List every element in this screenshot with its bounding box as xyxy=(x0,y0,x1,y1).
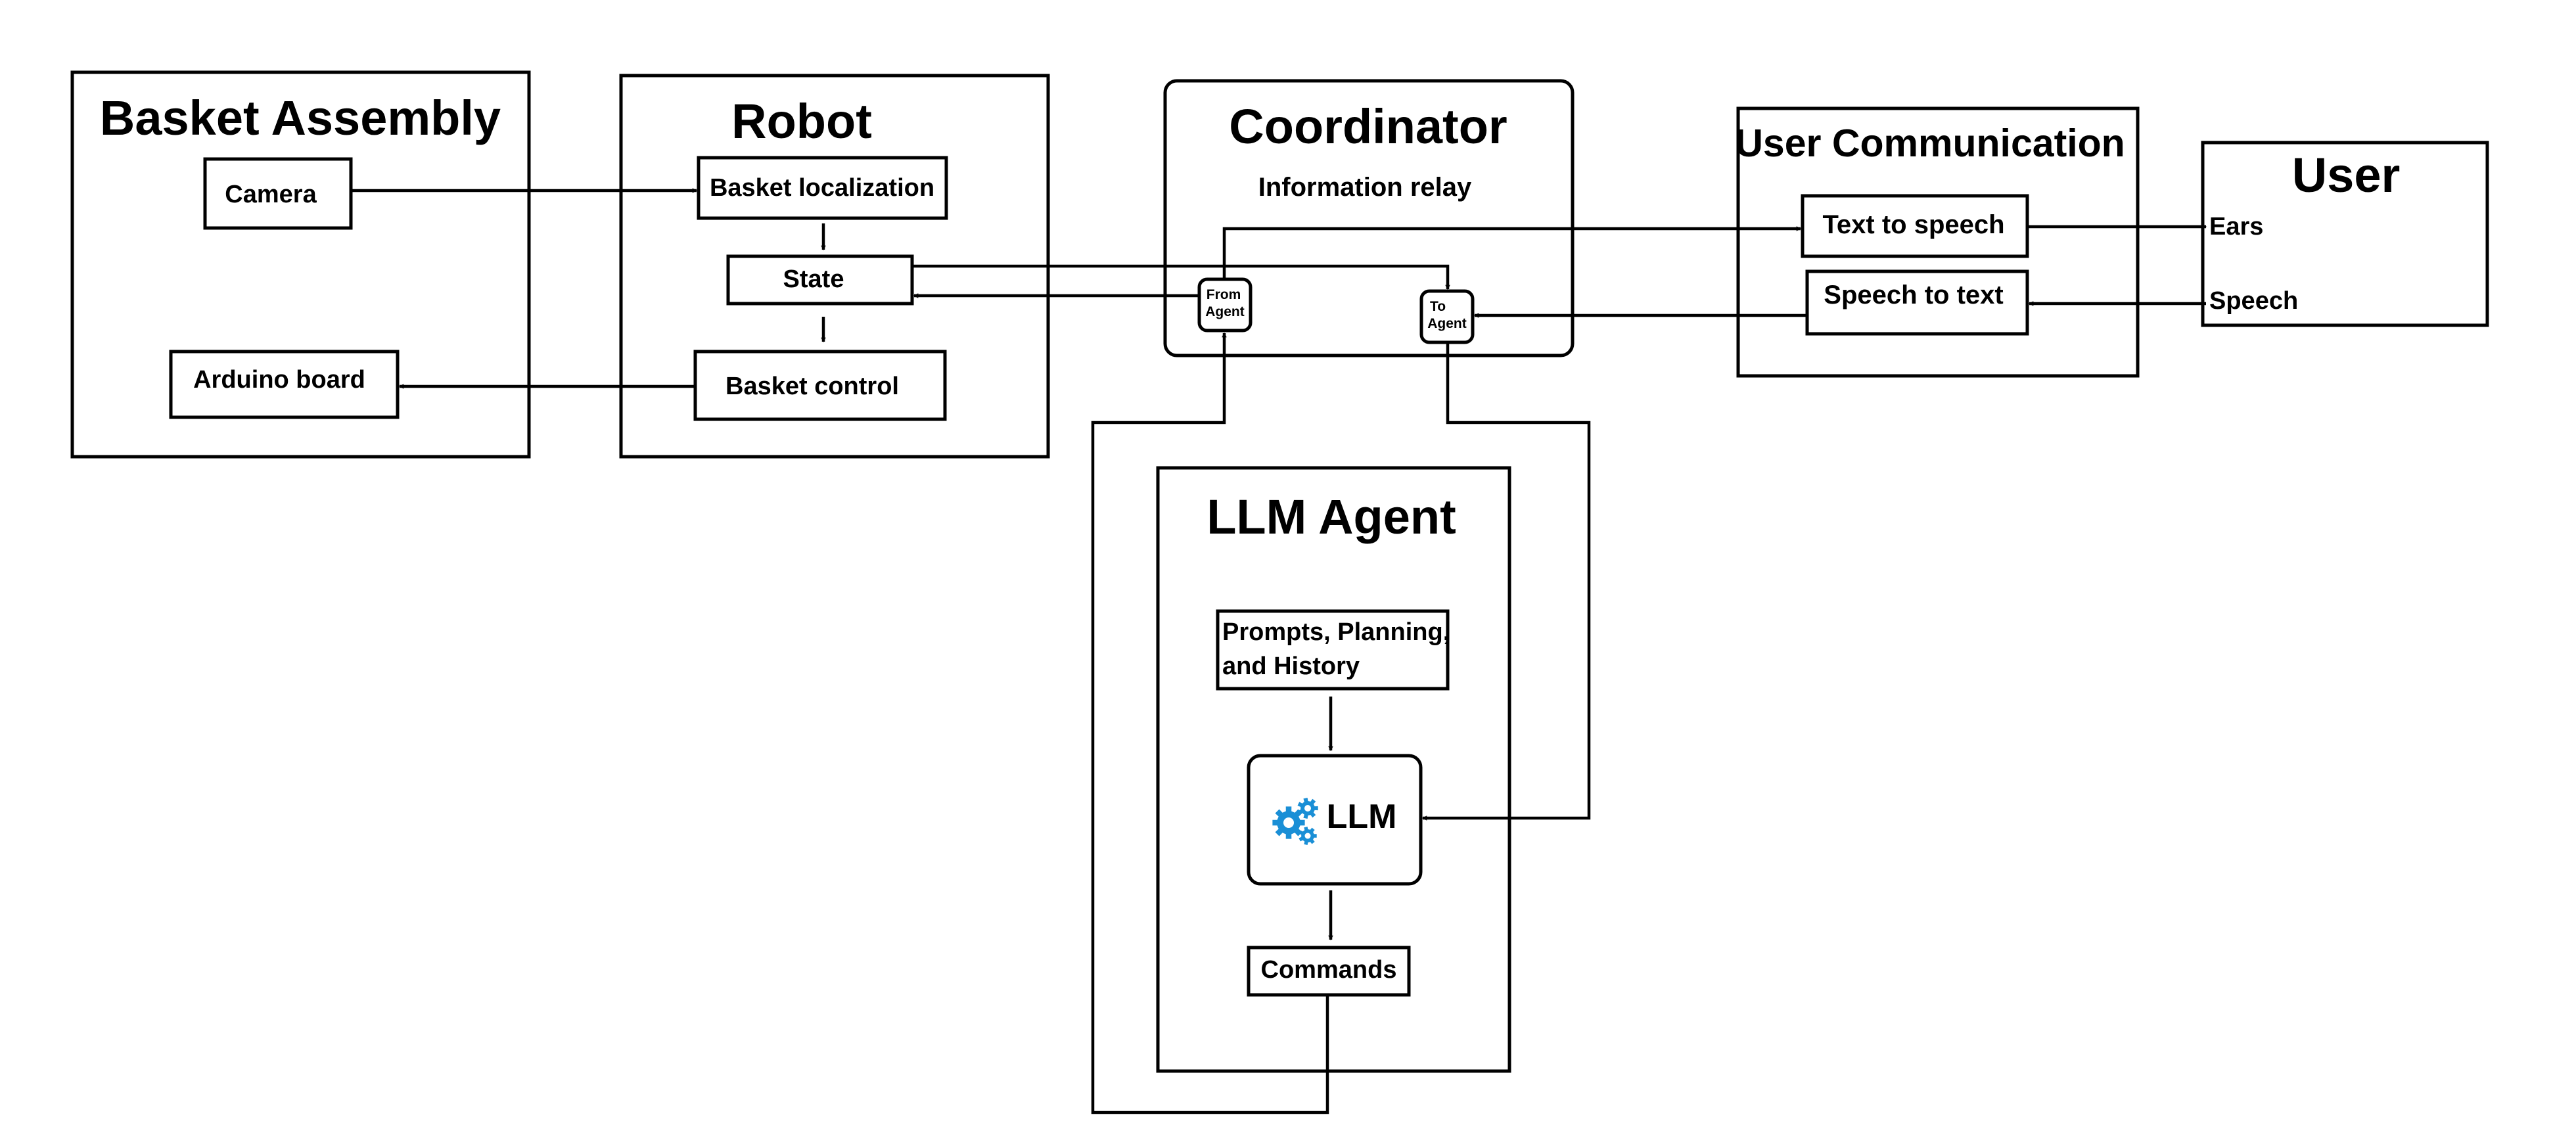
commands-label: Commands xyxy=(1261,956,1397,984)
state-box xyxy=(726,254,914,306)
basket-control-label: Basket control xyxy=(725,373,899,400)
to-agent-label-line2: Agent xyxy=(1427,316,1467,331)
from-agent-label-line2: Agent xyxy=(1205,304,1245,319)
speech-label: Speech xyxy=(2209,287,2298,315)
basket-assembly-title: Basket Assembly xyxy=(100,91,501,145)
basket-localization-label: Basket localization xyxy=(710,174,934,202)
speech-to-text-label: Speech to text xyxy=(1824,281,2003,309)
gear-hole xyxy=(1283,817,1294,828)
from-agent-to-tts-arrow xyxy=(1222,226,1802,279)
llm-box xyxy=(1247,754,1423,886)
user-title: User xyxy=(2292,148,2401,202)
gear-hole xyxy=(1304,805,1311,812)
user-communication-group: User Communication Text to speech Speech… xyxy=(1735,106,2140,378)
state-label: State xyxy=(783,265,844,293)
basket-assembly-group: Basket Assembly Camera Arduino board xyxy=(70,70,531,459)
arduino-box xyxy=(169,350,400,419)
text-to-speech-box xyxy=(1801,194,2029,258)
camera-box xyxy=(203,157,353,230)
coordinator-subtitle: Information relay xyxy=(1258,173,1472,202)
user-communication-title: User Communication xyxy=(1735,122,2125,165)
commands-to-from-agent-arrow xyxy=(1091,332,1329,1114)
llm-agent-group: LLM Agent Prompts, Planning, and History… xyxy=(1156,466,1511,1073)
arduino-label: Arduino board xyxy=(193,366,365,394)
to-agent-to-llm-arrow xyxy=(1421,342,1591,821)
connectors xyxy=(351,188,2207,1114)
llm-agent-title: LLM Agent xyxy=(1207,490,1456,544)
gears-icon xyxy=(1272,798,1318,845)
to-agent-label-line1: To xyxy=(1430,299,1446,314)
user-group: User Ears Speech xyxy=(2201,141,2489,327)
basket-control-box xyxy=(693,350,947,421)
gear-hole xyxy=(1304,833,1311,839)
camera-label: Camera xyxy=(225,181,317,208)
ears-label: Ears xyxy=(2209,213,2263,241)
speech-to-text-box xyxy=(1805,269,2029,336)
coordinator-title: Coordinator xyxy=(1229,99,1507,154)
llm-label: LLM xyxy=(1327,798,1397,836)
basket-localization-box xyxy=(697,156,948,220)
user-frame xyxy=(2201,141,2489,327)
from-agent-label-line1: From xyxy=(1207,287,1241,302)
prompts-label-line1: Prompts, Planning, xyxy=(1222,618,1450,646)
coordinator-frame xyxy=(1163,79,1575,357)
state-to-to-agent-arrow xyxy=(912,264,1450,290)
robot-title: Robot xyxy=(731,94,872,149)
text-to-speech-label: Text to speech xyxy=(1822,210,2004,239)
prompts-planning-history-box xyxy=(1216,609,1450,691)
coordinator-group: Coordinator Information relay From Agent… xyxy=(1163,79,1575,357)
prompts-label-line2: and History xyxy=(1222,653,1360,680)
